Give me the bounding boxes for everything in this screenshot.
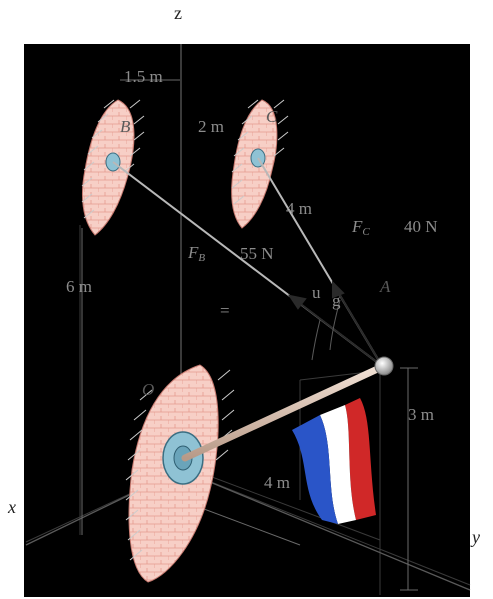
force-fb-magnitude: 55 N [240, 244, 274, 263]
force-arrow-fc [332, 280, 383, 367]
angle-g-label: g [332, 291, 341, 310]
force-fc-subscript: C [362, 226, 370, 238]
force-fc-symbol: F [352, 217, 363, 236]
force-fb-symbol: F [188, 243, 199, 262]
dimension-2m: 2 m [198, 117, 224, 136]
dimension-4m-lower: 4 m [264, 473, 290, 492]
z-axis-label: z [174, 3, 182, 23]
dimension-4m-upper: 4 m [286, 199, 312, 218]
flag [292, 398, 376, 524]
wall-b [81, 99, 145, 236]
dimension-lines [81, 79, 418, 591]
rod-oa [181, 362, 388, 462]
angle-arcs [311, 299, 341, 361]
dimension-3m: 3 m [408, 405, 434, 424]
dimension-6m: 6 m [66, 277, 92, 296]
force-fb-subscript: B [198, 252, 206, 264]
point-c-label: C [266, 107, 278, 126]
force-fc-magnitude: 40 N [404, 217, 438, 236]
point-b-label: B [120, 117, 131, 136]
force-fc-label: FC [352, 218, 370, 238]
x-axis-label: x [8, 497, 16, 517]
force-arrow-fb [287, 294, 383, 367]
joint-a-ball [374, 356, 394, 376]
point-o-label: O [142, 380, 155, 399]
point-a-label: A [380, 277, 391, 296]
equals-label: = [220, 301, 230, 320]
dimension-1-5m: 1.5 m [124, 67, 163, 86]
y-axis-line [180, 469, 471, 591]
angle-u-label: u [312, 283, 321, 302]
force-fb-label: FB [188, 244, 205, 264]
wall-c [231, 99, 289, 229]
y-axis-label: y [472, 527, 480, 547]
